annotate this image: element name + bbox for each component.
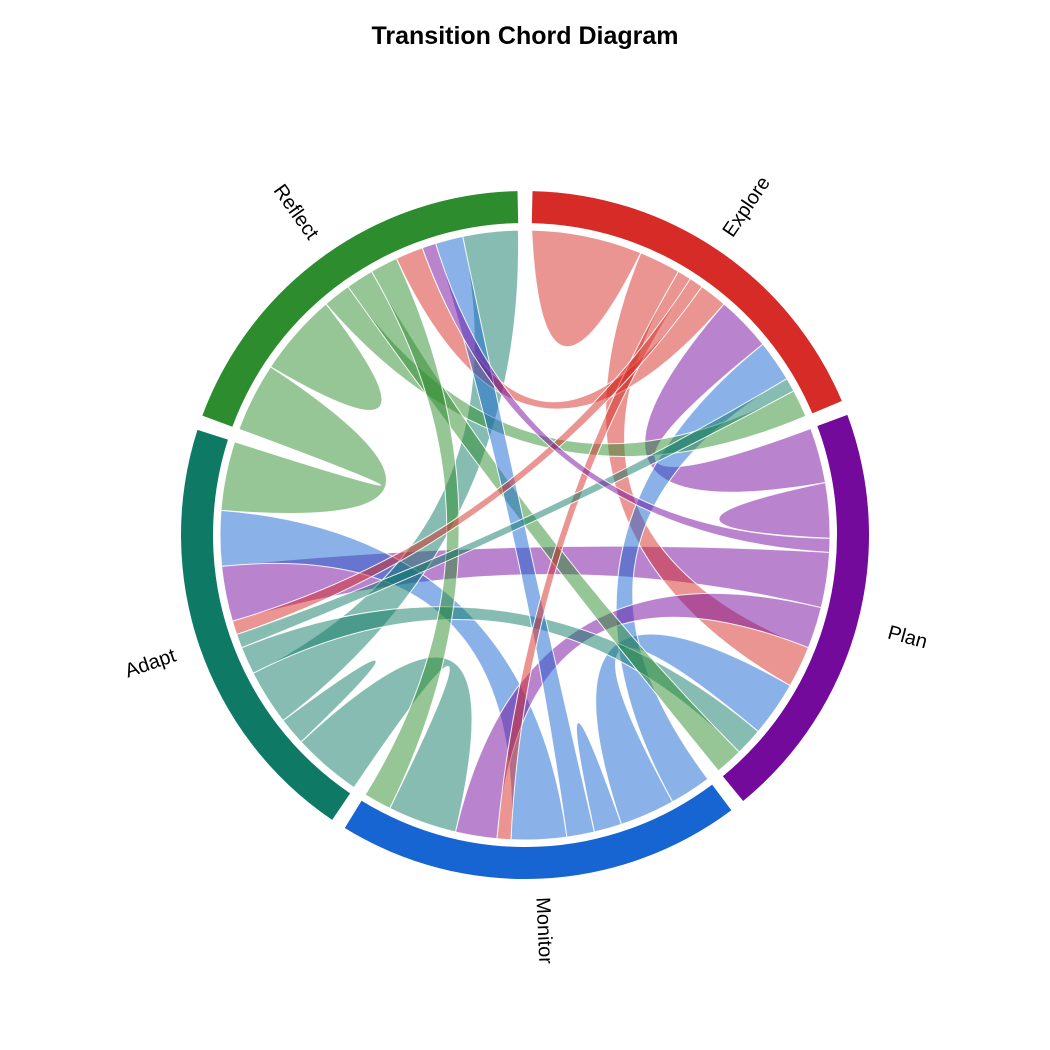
ribbon-adapt-to-explore (236, 378, 795, 649)
ribbon-reflect-to-monitor (364, 257, 460, 809)
arc-monitor (344, 784, 732, 879)
ribbon-plan-to-reflect (421, 242, 831, 553)
arcs-group (180, 191, 869, 879)
node-label-adapt: Adapt (122, 645, 179, 683)
ribbon-plan-to-plan (718, 482, 831, 539)
ribbons-group (219, 229, 831, 841)
ribbon-reflect-to-reflect (270, 303, 383, 411)
arc-plan (722, 414, 869, 801)
node-label-reflect: Reflect (269, 180, 323, 244)
ribbon-monitor-to-monitor (576, 722, 622, 833)
ribbon-adapt-to-adapt (282, 659, 377, 743)
node-label-explore: Explore (719, 173, 775, 241)
chart-title: Transition Chord Diagram (371, 22, 679, 50)
arc-adapt (180, 429, 351, 820)
node-label-monitor: Monitor (531, 897, 556, 965)
node-label-plan: Plan (885, 622, 929, 654)
ribbon-explore-to-explore (531, 229, 642, 348)
arc-reflect (202, 191, 519, 427)
arc-explore (531, 191, 842, 414)
